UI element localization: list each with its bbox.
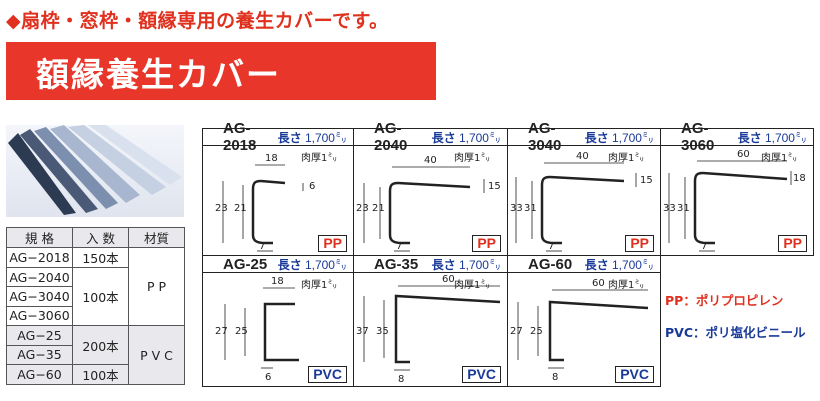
- model-name: AG-35: [374, 255, 419, 273]
- table-row: AG−60: [6, 363, 73, 385]
- profile-drawing: 18 6 23 21 7: [215, 153, 315, 252]
- panel-ag-60: AG-60 長さ 1,700㍉ 肉厚1㍉ 60 27 25 8 PVC: [507, 255, 661, 387]
- length-label: 長さ 1,700㍉: [431, 257, 501, 272]
- material-badge: PVC: [462, 366, 501, 383]
- svg-text:40: 40: [424, 155, 437, 166]
- svg-text:7: 7: [701, 241, 707, 252]
- thickness-label: 肉厚1㍉: [301, 280, 338, 291]
- table-row: AG−3040: [6, 286, 73, 307]
- qty-cell: 100本: [72, 266, 129, 327]
- material-badge: PP: [625, 235, 654, 252]
- material-badge: PVC: [308, 366, 347, 383]
- material-badge: PVC: [615, 366, 654, 383]
- svg-text:27: 27: [215, 326, 228, 337]
- svg-text:21: 21: [372, 203, 385, 214]
- thickness-label: 肉厚1㍉: [608, 280, 645, 291]
- length-label: 長さ 1,700㍉: [277, 257, 347, 272]
- panel-ag-25: AG-25 長さ 1,700㍉ 肉厚1㍉ 18 27 25 6 PVC: [202, 255, 354, 387]
- material-cell-pp: P P: [128, 246, 185, 327]
- profile-drawing: 60 27 25 8: [510, 278, 649, 383]
- svg-text:35: 35: [376, 326, 389, 337]
- panel-ag-3040: AG-3040 長さ 1,700㍉ 肉厚1㍉ 40 15 33 31 7 PP: [507, 120, 661, 256]
- profile-drawing: 40 15 23 21 7: [356, 155, 501, 252]
- svg-text:40: 40: [576, 151, 589, 162]
- material-badge: PP: [472, 235, 501, 252]
- table-row: AG−2040: [6, 266, 73, 288]
- svg-text:7: 7: [259, 241, 265, 252]
- svg-text:7: 7: [396, 241, 402, 252]
- material-badge: PP: [318, 235, 347, 252]
- panel-ag-35: AG-35 長さ 1,700㍉ 肉厚1㍉ 60 37 35 8 PVC: [353, 255, 508, 387]
- svg-text:27: 27: [510, 326, 523, 337]
- qty-cell: 200本: [72, 325, 129, 365]
- thickness-label: 肉厚1㍉: [454, 153, 491, 164]
- svg-text:18: 18: [265, 153, 278, 164]
- qty-cell: 150本: [72, 247, 129, 268]
- panel-ag-2018: AG-2018 長さ 1,700㍉ 肉厚1㍉ 18 6 23 21 7 PP: [202, 120, 354, 256]
- legend-pp: PP：ポリプロピレン: [665, 293, 784, 308]
- svg-text:21: 21: [234, 203, 247, 214]
- svg-text:25: 25: [530, 326, 543, 337]
- table-row: AG−25: [6, 325, 73, 346]
- product-photo: [6, 125, 184, 217]
- svg-text:25: 25: [235, 326, 248, 337]
- svg-text:37: 37: [356, 326, 369, 337]
- thickness-label: 肉厚1㍉: [761, 153, 798, 164]
- panel-ag-3060: AG-3060 長さ 1,700㍉ 肉厚1㍉ 60 18 33 31 7 PP: [660, 120, 814, 256]
- material-badge: PP: [778, 235, 807, 252]
- svg-text:15: 15: [488, 181, 501, 192]
- svg-text:60: 60: [592, 278, 605, 289]
- model-name: AG-3040: [528, 120, 562, 154]
- spec-table: 規 格 入 数 材質 AG−2018 150本 P P AG−2040 100本…: [6, 227, 185, 385]
- material-cell-pvc: P V C: [128, 325, 185, 385]
- svg-text:6: 6: [309, 181, 315, 192]
- model-name: AG-3060: [681, 120, 715, 154]
- thickness-label: 肉厚1㍉: [301, 153, 338, 164]
- profile-drawing: 60 18 33 31 7: [663, 149, 806, 252]
- thickness-label: 肉厚1㍉: [608, 153, 645, 164]
- svg-text:8: 8: [552, 372, 558, 383]
- panel-ag-2040: AG-2040 長さ 1,700㍉ 肉厚1㍉ 40 15 23 21 7 PP: [353, 120, 508, 256]
- legend-pvc: PVC：ポリ塩化ビニール: [665, 325, 806, 340]
- model-name: AG-2040: [374, 120, 408, 154]
- length-label: 長さ 1,700㍉: [277, 130, 347, 145]
- svg-text:15: 15: [640, 175, 653, 186]
- svg-text:33: 33: [510, 203, 523, 214]
- svg-text:60: 60: [442, 274, 455, 285]
- table-row: AG−35: [6, 344, 73, 365]
- banner-title: 額縁養生カバー: [6, 42, 436, 100]
- header-material: 材質: [128, 227, 185, 248]
- header-qty: 入 数: [72, 227, 129, 248]
- model-name: AG-60: [528, 255, 573, 273]
- profile-drawing: 60 37 35 8: [356, 274, 501, 385]
- table-row: AG−3060: [6, 305, 73, 327]
- svg-text:23: 23: [215, 203, 228, 214]
- length-label: 長さ 1,700㍉: [584, 257, 654, 272]
- svg-text:8: 8: [398, 374, 404, 385]
- model-name: AG-25: [223, 255, 268, 273]
- length-label: 長さ 1,700㍉: [737, 130, 807, 145]
- svg-text:23: 23: [356, 203, 369, 214]
- svg-text:6: 6: [265, 372, 271, 383]
- thickness-label: 肉厚1㍉: [454, 280, 491, 291]
- qty-cell: 100本: [72, 363, 129, 385]
- svg-text:31: 31: [524, 203, 537, 214]
- profile-drawing: 18 27 25 6: [215, 276, 299, 383]
- model-name: AG-2018: [223, 120, 257, 154]
- headline: ◆扇枠・窓枠・額縁専用の養生カバーです。: [6, 10, 389, 32]
- svg-text:7: 7: [548, 241, 554, 252]
- svg-text:18: 18: [793, 173, 806, 184]
- svg-text:60: 60: [737, 149, 750, 160]
- svg-text:31: 31: [677, 203, 690, 214]
- profile-drawing: 40 15 33 31 7: [510, 151, 653, 252]
- svg-text:18: 18: [271, 276, 284, 287]
- length-label: 長さ 1,700㍉: [584, 130, 654, 145]
- table-row: AG−2018: [6, 247, 73, 268]
- svg-text:33: 33: [663, 203, 676, 214]
- header-spec: 規 格: [6, 227, 73, 248]
- length-label: 長さ 1,700㍉: [431, 130, 501, 145]
